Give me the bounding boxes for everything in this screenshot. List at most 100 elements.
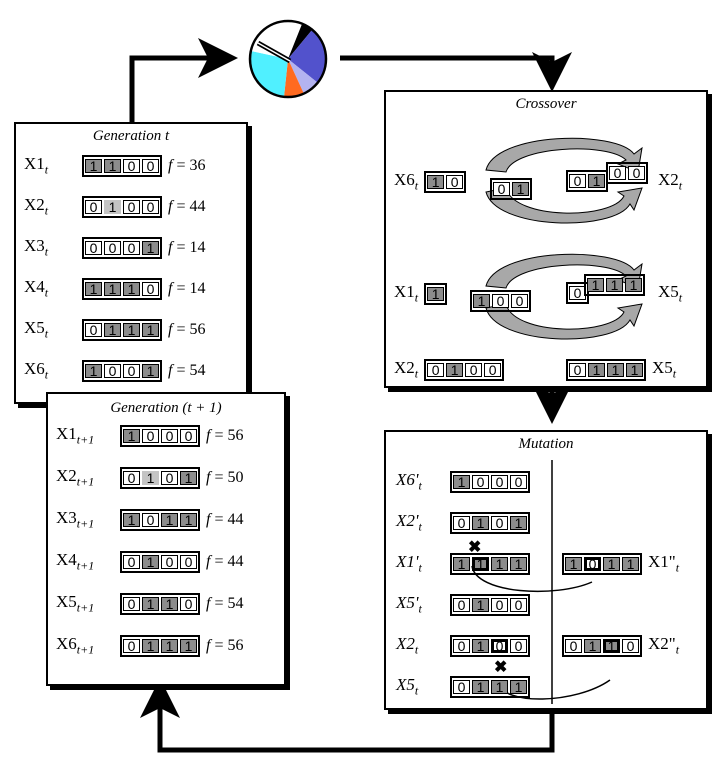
gene: 0 [491, 474, 508, 489]
wheel-slice-cyan [250, 51, 288, 97]
gene: 0 [569, 362, 586, 377]
gene: 1 [180, 470, 197, 485]
gene: 1 [626, 362, 643, 377]
gene: 1 [584, 638, 601, 653]
gene: 0 [565, 638, 582, 653]
gene: 1 [472, 556, 489, 571]
chromosome-label: X2"t [648, 634, 680, 657]
crossover-label: X1t [394, 282, 419, 305]
chromosome-label: X6t [24, 359, 49, 382]
crossover-pair-2-left: X1t 1 [394, 282, 453, 305]
wheel-slice-white [284, 20, 302, 59]
arrow-wheel-to-crossover [340, 52, 572, 92]
gene: 1 [161, 596, 178, 611]
gene: 1 [446, 362, 464, 377]
fitness-value: f = 36 [168, 156, 206, 174]
gene: 1 [588, 362, 605, 377]
fitness-value: f = 54 [206, 594, 244, 612]
gene: 0 [493, 182, 510, 196]
chromosome: 0 1 0 0 [424, 358, 505, 381]
arrow-mutation-to-generation [140, 678, 555, 753]
gene: 0 [85, 199, 102, 214]
generation-t1-title: Generation (t + 1) [110, 400, 222, 416]
gene: 0 [472, 474, 489, 489]
crossover-pair-3-right: 0 1 1 1 X5t [566, 358, 676, 381]
gene: 1 [85, 281, 102, 296]
gene: 0 [584, 556, 601, 571]
gene: 1 [473, 294, 490, 308]
gene: 1 [606, 278, 623, 292]
gene: 1 [161, 638, 178, 653]
gene: 0 [569, 174, 586, 188]
svg-text:✖: ✖ [468, 539, 481, 556]
chromosome-segment: 0 1 [490, 178, 532, 200]
chromosome-segment: 1 0 0 [470, 290, 531, 312]
gene: 0 [142, 512, 159, 527]
fitness-value: f = 50 [206, 468, 244, 486]
gene: 0 [569, 286, 586, 300]
chromosome-label: X1t+1 [56, 424, 95, 447]
gene: 1 [427, 174, 445, 189]
gene: 1 [142, 554, 159, 569]
gene: 1 [510, 556, 527, 571]
arrow-generation-to-wheel [129, 38, 238, 122]
gene: 1 [603, 556, 620, 571]
wheel-slice-orange [284, 59, 304, 98]
gene: 0 [511, 294, 528, 308]
gene: 0 [510, 638, 527, 653]
gene: 1 [142, 240, 159, 255]
gene: 0 [85, 322, 102, 337]
gene: 0 [142, 199, 159, 214]
chromosome: 1 [424, 282, 448, 305]
gene: 0 [104, 363, 121, 378]
fitness-value: f = 56 [168, 320, 206, 338]
gene: 0 [123, 596, 140, 611]
gene: 0 [142, 428, 159, 443]
crossover-label: X2t [658, 170, 683, 193]
chromosome: 0 1 [566, 170, 608, 192]
crossover-swap-arrows [485, 137, 643, 340]
gene: 0 [123, 470, 140, 485]
wheel-slice-white-2 [251, 21, 288, 59]
svg-text:✖: ✖ [494, 659, 507, 676]
chromosome-label: X5t [396, 675, 419, 698]
gene: 1 [453, 556, 470, 571]
gene: 0 [465, 362, 483, 377]
gene: 1 [123, 281, 140, 296]
crossover-label: X5t [652, 358, 677, 381]
gene: 1 [491, 679, 508, 694]
gene: 0 [484, 362, 502, 377]
gene: 0 [427, 362, 445, 377]
gene: 1 [123, 512, 140, 527]
gene: 1 [85, 158, 102, 173]
fitness-value: f = 44 [168, 197, 206, 215]
gene: 1 [512, 182, 529, 196]
fitness-value: f = 56 [206, 426, 244, 444]
roulette-wheel [248, 19, 328, 99]
gene: 0 [142, 158, 159, 173]
crossover-label: X2t [394, 358, 419, 381]
chromosome-label: X5t+1 [56, 592, 95, 615]
gene: 0 [161, 470, 178, 485]
